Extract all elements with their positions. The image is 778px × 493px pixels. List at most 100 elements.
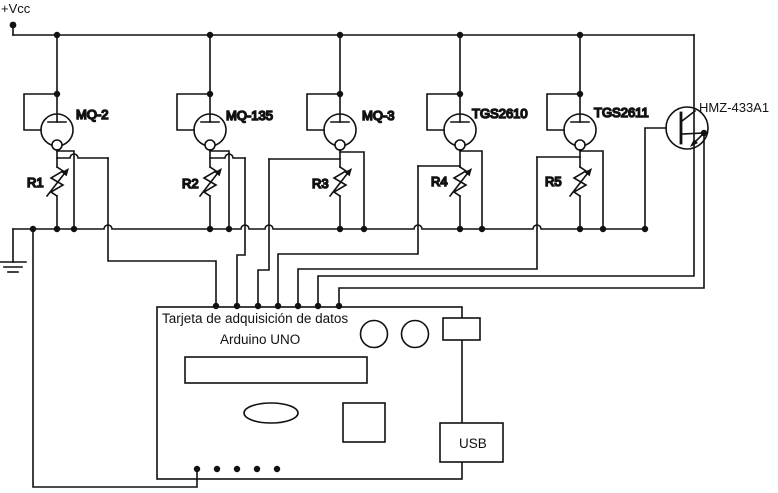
resistor-zigzag: [572, 165, 588, 198]
emitter-diagonal: [681, 132, 705, 135]
resistor-zigzag: [202, 165, 218, 198]
usb-port: [439, 422, 504, 463]
chip-square: [342, 402, 386, 443]
vcc-rail: [9, 21, 695, 36]
resistor-label: R2: [182, 176, 199, 191]
resistor-zigzag: [452, 165, 468, 198]
junction-dot: [599, 225, 607, 233]
signal-wire-to-board: [277, 165, 419, 308]
resistor-label: R1: [27, 175, 44, 190]
pin7-wire: [338, 132, 705, 308]
heater-loop: [23, 93, 58, 131]
variable-arrow-line: [568, 172, 589, 198]
junction-dot: [206, 225, 214, 233]
junction-dot: [70, 225, 78, 233]
pin-dot: [254, 302, 262, 310]
junction-dot: [576, 90, 584, 98]
gas-sensor-mq-2: MQ-2R1: [23, 31, 217, 308]
junction-dot: [336, 225, 344, 233]
sensor-bottom-pin: [204, 139, 216, 151]
resistor-zigzag: [332, 165, 348, 198]
junction-dot: [456, 225, 464, 233]
variable-arrow-line: [45, 172, 66, 198]
junction-dot: [53, 225, 61, 233]
sensor-label: MQ-135: [226, 108, 273, 123]
pin-dot: [274, 302, 282, 310]
signal-wire-to-board: [107, 157, 217, 308]
junction-dot: [336, 90, 344, 98]
collector-and-pin6-wire: [317, 34, 695, 308]
collector-diagonal: [680, 109, 697, 123]
usb-label: USB: [459, 436, 487, 451]
sensor-bottom-pin: [334, 139, 346, 151]
sensor-label: MQ-2: [76, 107, 109, 122]
pin-dot: [213, 465, 221, 473]
ground-symbol: [0, 261, 27, 273]
junction-dot: [206, 31, 214, 39]
variable-arrowhead: [464, 168, 472, 177]
sensor-label: TGS2610: [472, 106, 528, 121]
resistor-label: R4: [431, 174, 448, 189]
variable-arrowhead: [344, 168, 352, 177]
pin-dot: [253, 465, 261, 473]
output-tap-wire: [56, 153, 109, 159]
junction-dot: [478, 225, 486, 233]
variable-arrowhead: [61, 168, 69, 177]
junction-dot: [576, 225, 584, 233]
junction-dot: [700, 129, 708, 137]
sensor-bottom-pin: [454, 139, 466, 151]
junction-dot: [336, 31, 344, 39]
heater-return-wire: [209, 150, 230, 230]
resistor-label: R3: [312, 176, 329, 191]
variable-arrowhead: [214, 168, 222, 177]
board-bottom-pin-dots: [193, 465, 281, 473]
humidity-sensor-label: HMZ-433A1: [699, 100, 769, 115]
base-wire: [644, 127, 667, 230]
junction-dot: [360, 225, 368, 233]
board-subtitle: Arduino UNO: [220, 332, 300, 347]
board-circle-1: [359, 319, 389, 349]
pin-dot: [212, 302, 220, 310]
board-outline: [156, 306, 463, 480]
heater-return-wire: [339, 151, 365, 230]
signal-wire-to-board: [297, 156, 538, 308]
variable-arrowhead: [584, 168, 592, 177]
vcc-label: +Vcc: [1, 1, 31, 16]
pin-dot: [193, 465, 201, 473]
heater-return-wire: [56, 150, 75, 230]
resistor-zigzag: [49, 165, 65, 198]
emitter-arrowhead: [690, 139, 698, 147]
variable-arrow-line: [448, 172, 469, 198]
heater-loop: [306, 93, 341, 131]
output-tap-wire: [209, 153, 246, 159]
pin-dot: [314, 302, 322, 310]
pin-dot: [233, 302, 241, 310]
board-circle-2: [400, 319, 430, 349]
gas-sensor-mq-3: MQ-3R3: [257, 31, 395, 308]
vcc-terminal-dot: [9, 21, 17, 29]
junction-dot: [641, 225, 649, 233]
heater-loop: [546, 93, 581, 131]
sensor-label: MQ-3: [362, 108, 395, 123]
power-jack: [442, 317, 481, 341]
sensor-label: TGS2611: [594, 105, 649, 120]
junction-dot: [456, 31, 464, 39]
junction-dot: [29, 225, 37, 233]
heater-return-wire: [579, 150, 604, 230]
board-top-pin-dots: [212, 302, 343, 310]
pin-dot: [294, 302, 302, 310]
variable-arrow-line: [198, 172, 219, 198]
junction-dot: [206, 90, 214, 98]
sensor-bottom-pin: [51, 139, 63, 151]
header-rect: [184, 356, 368, 384]
ground-rail: [0, 224, 646, 273]
pin-dot: [233, 465, 241, 473]
junction-dot: [456, 90, 464, 98]
board-title: Tarjeta de adquisición de datos: [162, 311, 348, 326]
